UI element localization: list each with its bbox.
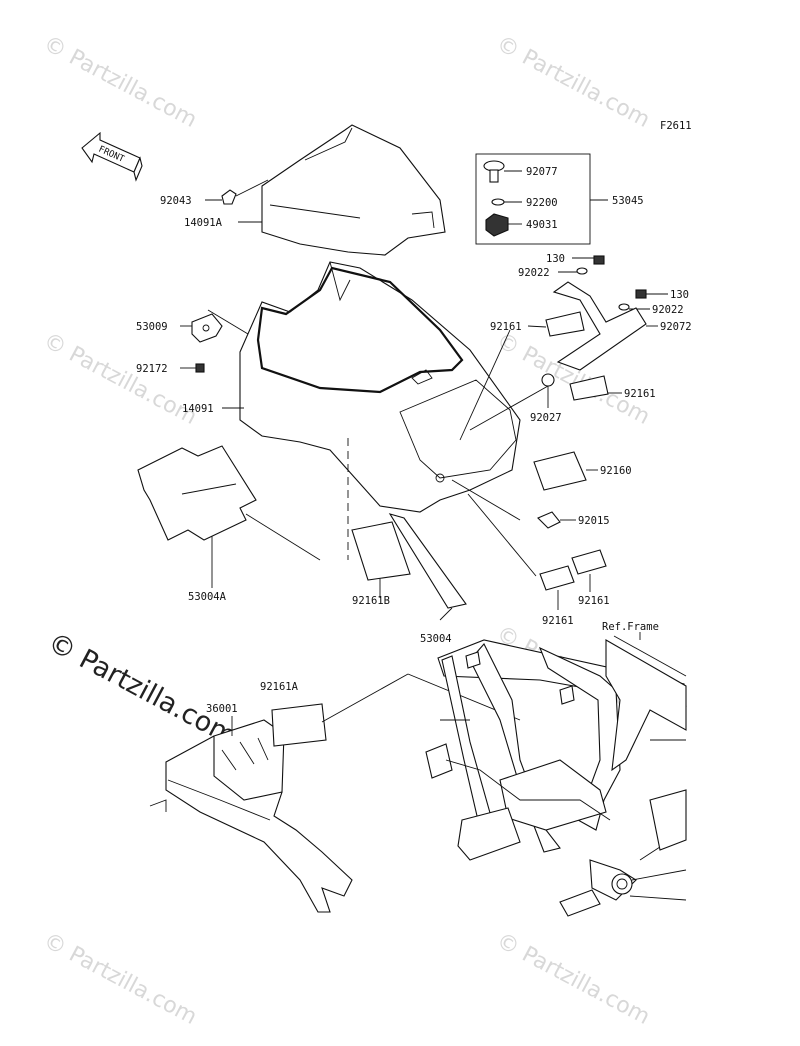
label-92022-upper: 92022	[518, 267, 550, 279]
label-53004: 53004	[420, 633, 452, 645]
main-cover-14091	[239, 261, 521, 513]
pad-92161-lower-left	[539, 565, 575, 591]
bolt-130-icon	[593, 255, 605, 265]
label-92022-right: 92022	[652, 304, 684, 316]
nut-92015-icon	[537, 511, 561, 529]
watermark-bottom-left: © Partzilla.com	[39, 928, 201, 1030]
watermark-mid-left: © Partzilla.com	[39, 328, 201, 430]
label-92015: 92015	[578, 515, 610, 527]
label-130-right: 130	[670, 289, 689, 301]
clip-92043-icon	[221, 189, 237, 205]
copyright-watermark: © Partzilla.com	[43, 627, 242, 752]
bracket-92072	[552, 281, 658, 371]
label-92160: 92160	[600, 465, 632, 477]
fastener-kit-53045	[475, 153, 608, 245]
label-14091: 14091	[182, 403, 214, 415]
label-92043: 92043	[160, 195, 192, 207]
ref-frame	[425, 635, 687, 917]
label-92161-lower-right: 92161	[578, 595, 610, 607]
watermark-top-left: © Partzilla.com	[39, 31, 201, 133]
pad-92161-right	[569, 375, 609, 401]
label-49031: 49031	[526, 219, 558, 231]
front-arrow-icon: FRONT	[81, 131, 143, 182]
label-130-upper: 130	[546, 253, 565, 265]
pad-92160	[533, 451, 587, 491]
label-53045: 53045	[612, 195, 644, 207]
screw-92172-icon	[195, 363, 205, 373]
label-14091a: 14091A	[184, 217, 223, 229]
label-92072: 92072	[660, 321, 692, 333]
label-92172: 92172	[136, 363, 168, 375]
label-92161-upper: 92161	[490, 321, 522, 333]
guard-36001	[149, 719, 353, 913]
watermark-top-right: © Partzilla.com	[492, 31, 654, 133]
label-36001: 36001	[206, 703, 238, 715]
strip-53004	[388, 513, 467, 609]
upper-cover-14091a	[261, 124, 446, 256]
label-92161b: 92161B	[352, 595, 390, 607]
label-92077: 92077	[526, 166, 558, 178]
washer-92022-icon	[576, 267, 588, 275]
washer-92200-icon	[491, 198, 505, 206]
pad-92161-upper	[545, 311, 585, 337]
pad-92161-lower-right	[571, 549, 607, 575]
label-92161-lower-left: 92161	[542, 615, 574, 627]
washer-92022-right-icon	[618, 303, 630, 311]
pad-92161a	[271, 703, 327, 747]
label-ref-frame: Ref.Frame	[602, 621, 659, 633]
clip-49031-icon	[485, 213, 509, 237]
clip-53009-icon	[191, 313, 223, 343]
washer-92027-icon	[541, 373, 555, 387]
bolt-130-right-icon	[635, 289, 647, 299]
watermark-bottom-right: © Partzilla.com	[492, 928, 654, 1030]
rivet-92077-icon	[483, 160, 505, 183]
label-92200: 92200	[526, 197, 558, 209]
label-53004a: 53004A	[188, 591, 227, 603]
pad-92161b	[351, 521, 411, 581]
mat-53004a	[137, 445, 257, 541]
label-92161-right: 92161	[624, 388, 656, 400]
label-53009: 53009	[136, 321, 168, 333]
figure-code: F2611	[660, 120, 692, 132]
label-92161a: 92161A	[260, 681, 299, 693]
label-92027: 92027	[530, 412, 562, 424]
